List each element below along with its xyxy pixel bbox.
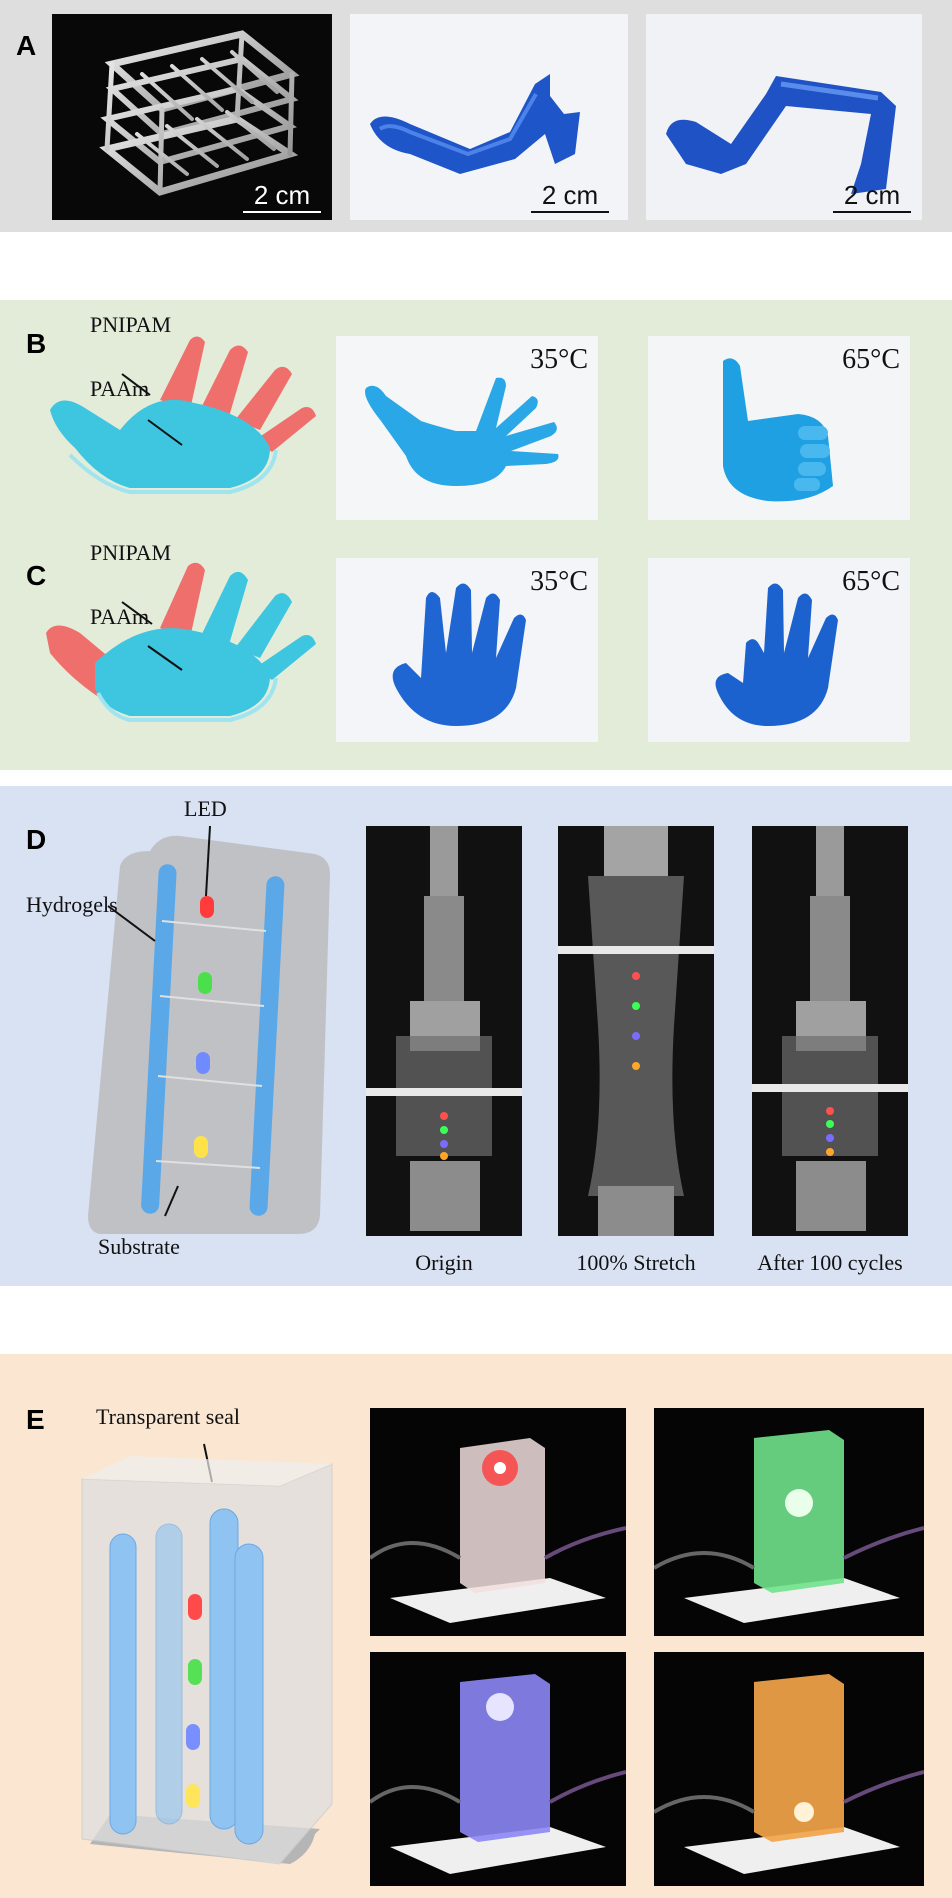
pnipam-label-b: PNIPAM (90, 312, 172, 337)
led-circuit-diagram (88, 825, 330, 1234)
caption-stretch: 100% Stretch (576, 1250, 696, 1275)
hand-diagram-c (46, 562, 316, 722)
temperature-label: 65°C (842, 344, 900, 375)
hand-diagram-b (50, 336, 316, 494)
paam-label-c: PAAm (90, 604, 150, 629)
pnipam-label-c: PNIPAM (90, 540, 172, 565)
caption-origin: Origin (415, 1250, 473, 1275)
panel-bc: B PNIPAM PAAm 35°C 65°C C (0, 300, 952, 770)
panel-letter-d: D (26, 824, 47, 855)
scale-bar: 2 cm (530, 180, 610, 215)
panel-e: E Transparent seal (0, 1354, 952, 1898)
scale-bar-label: 2 cm (843, 180, 901, 210)
photo-blue-folded-shape-2: 2 cm (646, 14, 922, 220)
panel-letter-a: A (16, 30, 37, 61)
hydrogels-label: Hydrogels (26, 892, 118, 917)
photo-hand-c-35c: 35°C (336, 558, 598, 742)
temperature-label: 65°C (842, 566, 900, 597)
scale-bar: 2 cm (832, 180, 912, 215)
photo-glow-red (370, 1408, 626, 1636)
panel-letter-c: C (26, 560, 47, 591)
panel-d: D LED Hydrogels Substrate (0, 786, 952, 1286)
photo-glow-green (654, 1408, 924, 1636)
scale-bar-label: 2 cm (541, 180, 599, 210)
photo-lattice-scaffold: 2 cm (52, 14, 332, 220)
photo-glow-orange (654, 1652, 924, 1886)
photo-hand-c-65c: 65°C (648, 558, 910, 742)
transparent-seal-label: Transparent seal (96, 1404, 240, 1429)
scale-bar: 2 cm (242, 180, 322, 215)
photo-hand-b-65c: 65°C (648, 336, 910, 520)
photo-blue-folded-shape-1: 2 cm (350, 14, 628, 220)
caption-after-cycles: After 100 cycles (757, 1250, 903, 1275)
photo-led-after-cycles (752, 826, 908, 1236)
temperature-label: 35°C (530, 344, 588, 375)
panel-letter-b: B (26, 328, 47, 359)
panel-a: A 2 cm (0, 0, 952, 232)
photo-hand-b-35c: 35°C (336, 336, 598, 520)
photo-glow-blue (370, 1652, 626, 1886)
paam-label-b: PAAm (90, 376, 150, 401)
temperature-label: 35°C (530, 566, 588, 597)
photo-led-origin (366, 826, 522, 1236)
substrate-label: Substrate (98, 1234, 180, 1259)
led-label: LED (184, 796, 227, 821)
photo-led-stretch (558, 826, 714, 1236)
sealed-led-diagram (81, 1443, 333, 1865)
panel-letter-e: E (26, 1404, 45, 1435)
scale-bar-label: 2 cm (253, 180, 311, 210)
